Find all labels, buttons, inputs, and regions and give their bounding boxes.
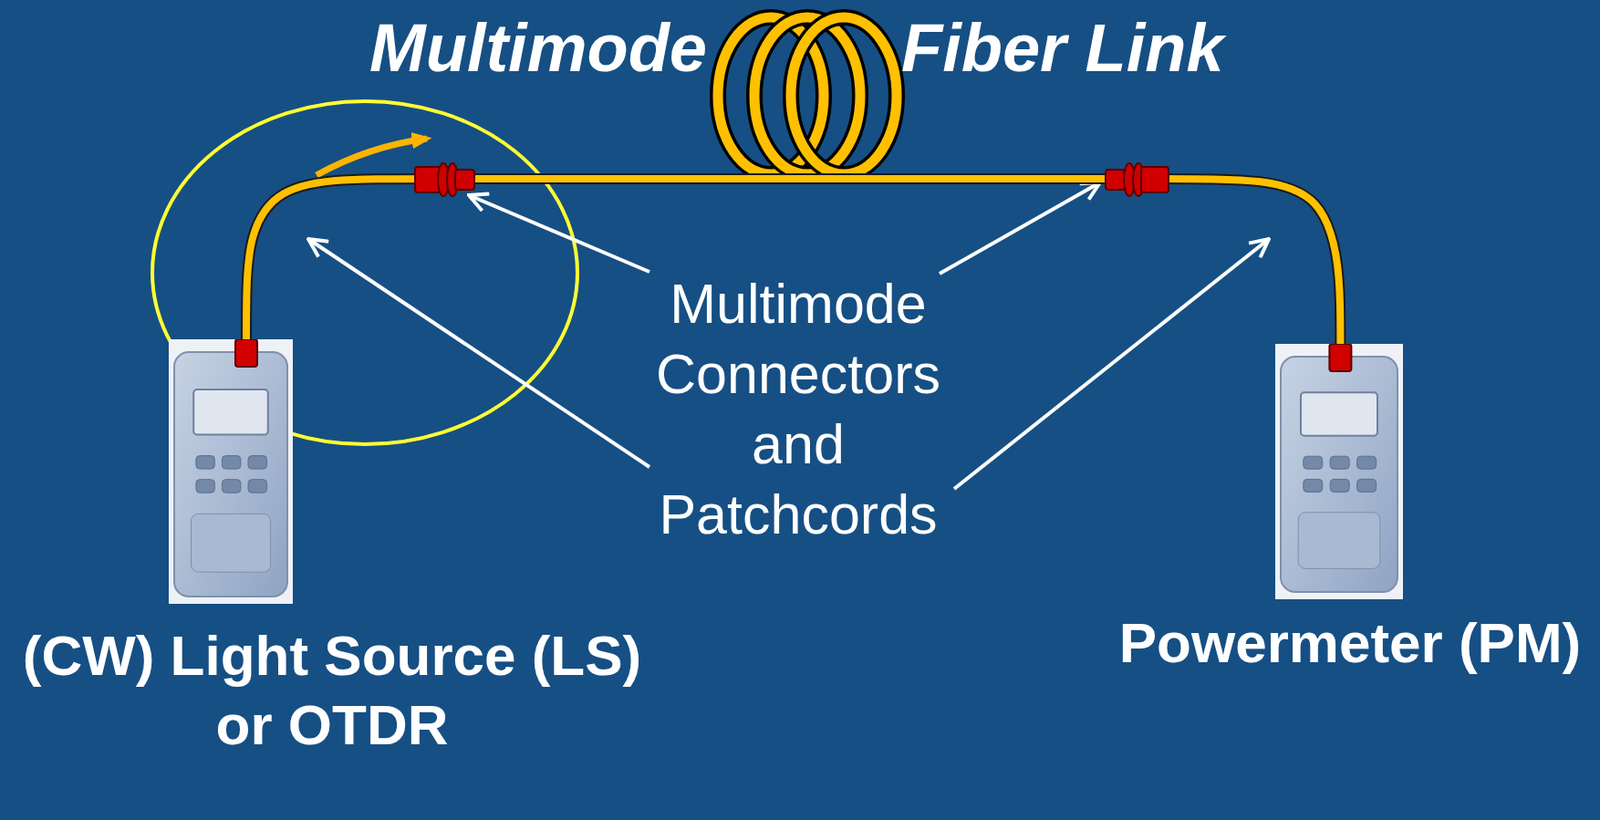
instrument-box: (CW) Light Source (LS) or OTDR: [168, 339, 293, 604]
instrument-button: [221, 479, 240, 494]
photo-ground: [1275, 343, 1403, 600]
instrument-button: [1329, 456, 1350, 469]
instrument-screen: [193, 389, 269, 435]
leader-line: [468, 195, 650, 272]
instrument-drawing: [168, 339, 293, 604]
instrument-panel: [190, 513, 271, 572]
instrument-body: [174, 352, 288, 597]
instrument-button: [1329, 478, 1350, 492]
instrument-port: [1329, 343, 1351, 372]
fiber-connector: [415, 163, 475, 197]
instrument-panel: [1298, 512, 1381, 570]
instrument-screen: [1300, 392, 1378, 437]
direction-arrow: [316, 138, 427, 176]
instrument-button: [1303, 456, 1323, 469]
leader-line: [939, 182, 1101, 274]
highlight-ellipse: [152, 101, 578, 445]
instrument-button: [221, 456, 240, 469]
callout-label: Multimode Connectors and Patchcords: [633, 269, 963, 551]
instrument-button: [196, 456, 215, 469]
instrument-button: [196, 479, 215, 494]
instrument-button: [1303, 478, 1323, 492]
instrument-button: [1357, 478, 1377, 492]
instrument-caption: Powermeter (PM): [1103, 608, 1597, 678]
title-word: Multimode: [369, 8, 707, 89]
fiber-connector: [1105, 163, 1169, 197]
photo-ground: [168, 339, 293, 604]
leader-line: [954, 238, 1269, 489]
instrument-button: [248, 456, 267, 469]
instrument-caption: (CW) Light Source (LS) or OTDR: [3, 621, 661, 760]
fiber-coil: [717, 17, 897, 175]
instrument-body: [1280, 356, 1398, 593]
instrument-button: [1357, 456, 1377, 469]
title-word: Fiber Link: [901, 8, 1225, 89]
instrument-button: [248, 479, 267, 494]
leader-line: [308, 238, 650, 468]
instrument-box: Powermeter (PM): [1275, 343, 1403, 600]
instrument-port: [235, 339, 258, 367]
instrument-drawing: [1275, 343, 1403, 600]
